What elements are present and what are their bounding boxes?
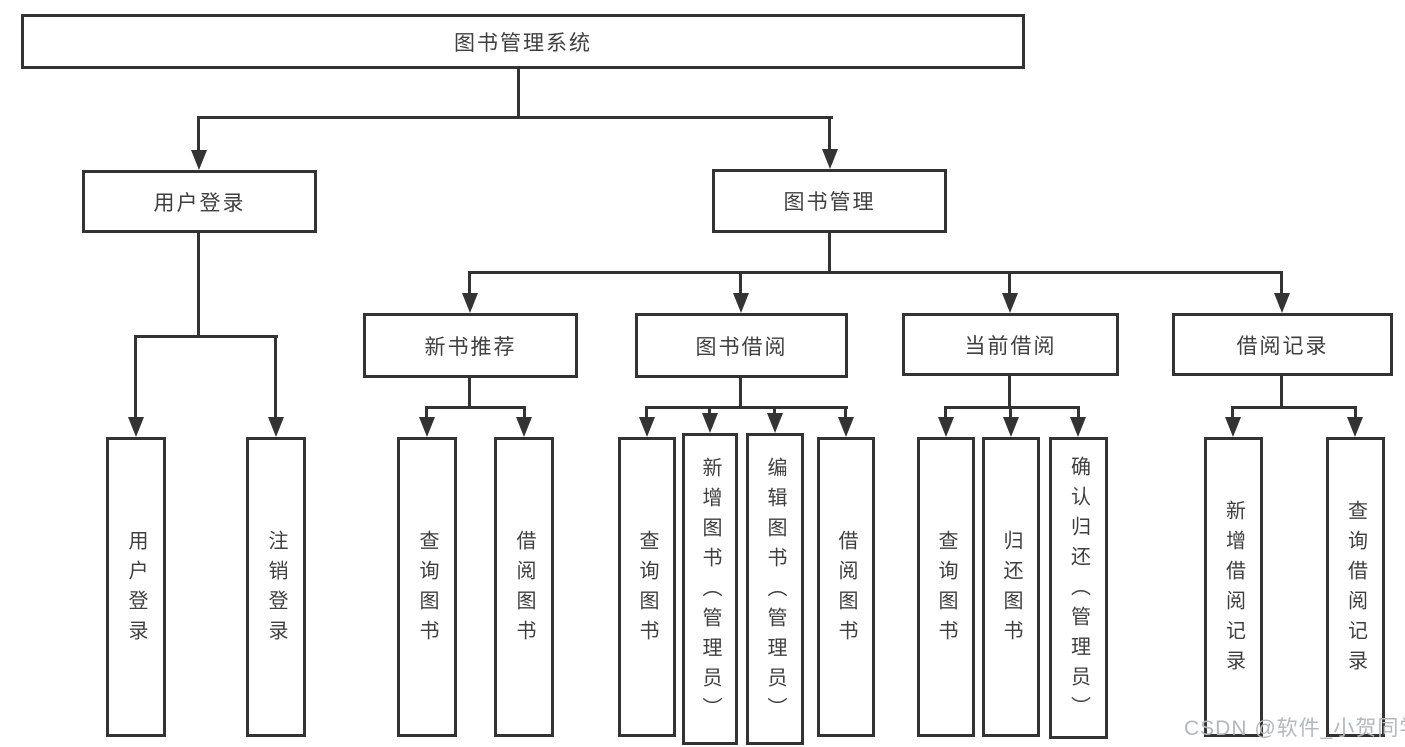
- connector-bb-hbar: [645, 406, 848, 409]
- node-user-login: 用户登录: [82, 170, 317, 233]
- connector-drop-bb-edit: [773, 406, 776, 418]
- arrowhead-currentborrow: [1002, 293, 1018, 313]
- leaf-bb-edit-books: 编辑图书（管理员）: [746, 433, 804, 745]
- connector-level3-hbar: [468, 271, 1283, 274]
- arrowhead-leaf-logout: [268, 417, 284, 437]
- connector-nbr-stem: [468, 378, 471, 408]
- node-root: 图书管理系统: [21, 14, 1025, 69]
- arrowhead-user-login: [191, 150, 207, 170]
- connector-bb-stem: [739, 378, 742, 408]
- connector-drop-book-mgmt: [828, 116, 831, 153]
- arrowhead-bb-borrow: [838, 417, 854, 437]
- leaf-logout: 注销登录: [246, 437, 306, 737]
- connector-userlogin-hbar: [134, 335, 278, 338]
- connector-userlogin-stem: [197, 233, 200, 337]
- arrowhead-leaf-userlogin: [128, 417, 144, 437]
- arrowhead-bookborrow: [733, 293, 749, 313]
- node-book-borrow: 图书借阅: [635, 313, 848, 378]
- connector-br-hbar: [1231, 406, 1357, 409]
- leaf-cb-return-books: 归还图书: [982, 437, 1040, 737]
- arrowhead-borrowrecords: [1274, 293, 1290, 313]
- leaf-user-login: 用户登录: [106, 437, 166, 737]
- arrowhead-cb-confirm: [1070, 417, 1086, 437]
- connector-cb-hbar: [944, 406, 1080, 409]
- arrowhead-cb-return: [1003, 417, 1019, 437]
- connector-drop-newbookrec: [468, 271, 471, 295]
- arrowhead-bb-edit: [767, 413, 783, 433]
- connector-drop-bb-add: [708, 406, 711, 418]
- arrowhead-newbookrec: [462, 293, 478, 313]
- node-borrow-records: 借阅记录: [1172, 313, 1393, 376]
- arrowhead-bb-query: [639, 417, 655, 437]
- leaf-br-query-record: 查询借阅记录: [1326, 437, 1385, 737]
- connector-drop-br-query: [1354, 406, 1357, 420]
- connector-drop-borrowrecords: [1280, 271, 1283, 295]
- leaf-nbr-query-books: 查询图书: [397, 437, 457, 737]
- arrowhead-cb-query: [938, 417, 954, 437]
- arrowhead-nbr-borrow: [516, 417, 532, 437]
- leaf-br-add-record: 新增借阅记录: [1204, 437, 1263, 737]
- node-book-mgmt: 图书管理: [712, 169, 947, 233]
- connector-drop-leaf-userlogin: [134, 335, 137, 419]
- leaf-nbr-borrow-books: 借阅图书: [494, 437, 554, 737]
- connector-drop-leaf-logout: [274, 335, 277, 419]
- connector-root-hbar: [197, 116, 833, 119]
- node-current-borrow: 当前借阅: [902, 313, 1119, 376]
- leaf-cb-confirm-return: 确认归还（管理员）: [1049, 437, 1108, 739]
- connector-drop-user-login: [197, 116, 200, 154]
- watermark: CSDN @软件_小贺同学: [1184, 717, 1405, 740]
- leaf-bb-borrow-books: 借阅图书: [817, 437, 875, 737]
- connector-drop-nbr-borrow: [523, 406, 526, 420]
- leaf-cb-query-books: 查询图书: [917, 437, 975, 737]
- leaf-bb-query-books: 查询图书: [618, 437, 676, 737]
- arrowhead-book-mgmt: [822, 149, 838, 169]
- arrowhead-nbr-query: [419, 417, 435, 437]
- connector-drop-bookborrow: [739, 271, 742, 295]
- connector-br-stem: [1280, 376, 1283, 408]
- arrowhead-br-query: [1347, 417, 1363, 437]
- connector-drop-cb-confirm: [1077, 406, 1080, 420]
- connector-root-stem: [517, 69, 520, 118]
- node-new-book-rec: 新书推荐: [363, 313, 578, 378]
- connector-drop-bb-query: [645, 406, 648, 420]
- connector-drop-cb-return: [1009, 406, 1012, 420]
- connector-drop-cb-query: [944, 406, 947, 420]
- connector-cb-stem: [1008, 376, 1011, 408]
- connector-drop-currentborrow: [1008, 271, 1011, 295]
- connector-bookmgmt-stem: [828, 233, 831, 273]
- arrowhead-br-add: [1225, 417, 1241, 437]
- arrowhead-bb-add: [702, 413, 718, 433]
- connector-nbr-hbar: [425, 406, 526, 409]
- connector-drop-bb-borrow: [844, 406, 847, 420]
- connector-drop-nbr-query: [425, 406, 428, 420]
- leaf-bb-add-books: 新增图书（管理员）: [682, 433, 738, 745]
- connector-drop-br-add: [1231, 406, 1234, 420]
